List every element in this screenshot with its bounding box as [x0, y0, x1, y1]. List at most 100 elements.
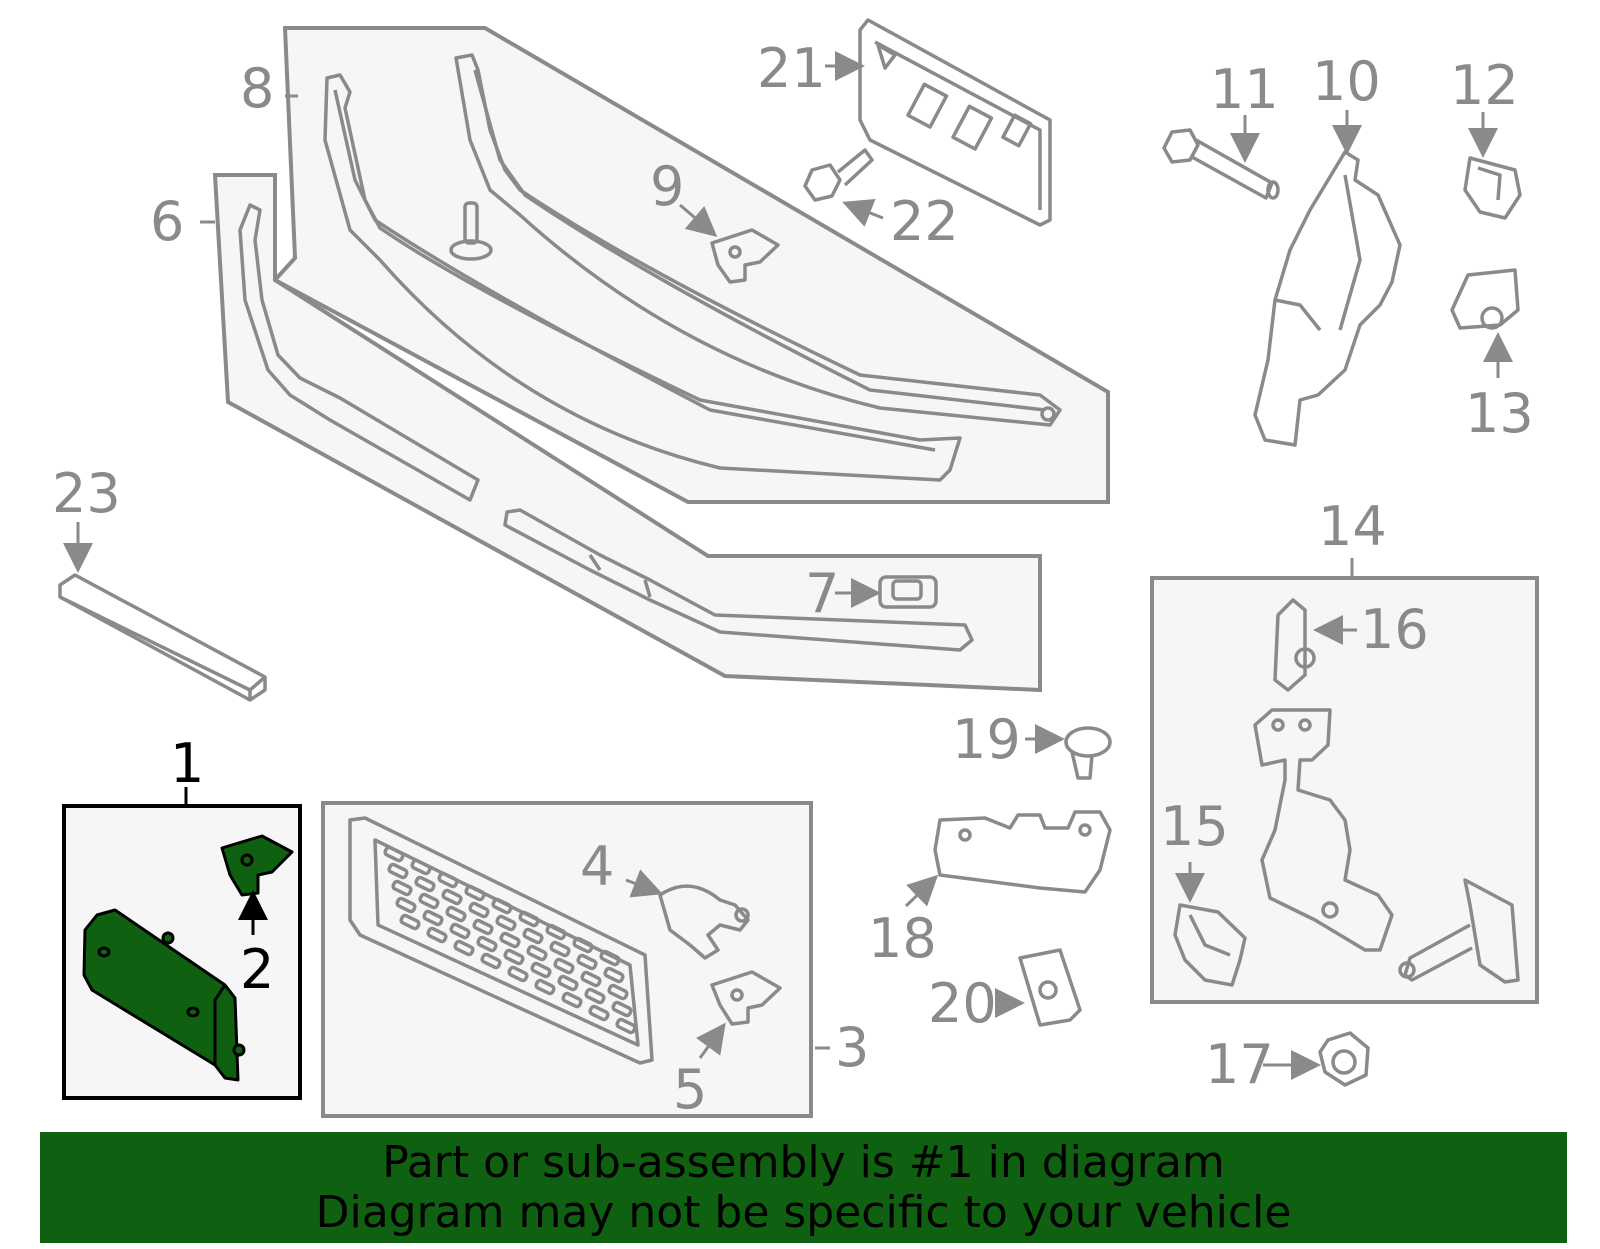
grille-slot [603, 966, 625, 984]
callout-22[interactable]: 22 [890, 190, 959, 253]
grille-slot [503, 948, 525, 966]
callout-4[interactable]: 4 [580, 835, 614, 898]
grille-slot [549, 940, 571, 958]
callout-19[interactable]: 19 [952, 708, 1021, 771]
grille-slot [383, 845, 405, 863]
grille-slot [476, 935, 498, 953]
grille-slot [580, 970, 602, 988]
lower-grille-3[interactable] [348, 816, 654, 1065]
grille-slot [449, 922, 471, 940]
grille-slot [464, 884, 486, 902]
grille-slot [495, 914, 517, 932]
callout-23[interactable]: 23 [52, 462, 121, 525]
grille-slot [418, 892, 440, 910]
selected-part-2[interactable] [220, 834, 294, 897]
clip-5[interactable] [710, 970, 782, 1026]
grille-slot [480, 952, 502, 970]
callout-1[interactable]: 1 [170, 732, 204, 795]
clip-9[interactable] [710, 228, 780, 284]
nut-13[interactable] [1450, 268, 1520, 330]
grille-slot [611, 1000, 633, 1018]
callout-11[interactable]: 11 [1210, 58, 1279, 121]
grille-slots [383, 845, 637, 1035]
callout-18[interactable]: 18 [868, 907, 937, 970]
grille-stud[interactable] [449, 201, 493, 261]
grille-slot [387, 862, 409, 880]
grille-slot [576, 953, 598, 971]
nut-20[interactable] [1018, 948, 1082, 1027]
callout-15[interactable]: 15 [1160, 795, 1229, 858]
grille-slot [395, 896, 417, 914]
banner-line-1: Part or sub-assembly is #1 in diagram [382, 1137, 1225, 1188]
side-bracket-10[interactable] [1253, 150, 1402, 447]
callout-labels: 1 2 3 4 5 6 7 8 9 10 11 12 13 14 15 16 1… [52, 37, 1534, 1121]
grille-slot [441, 888, 463, 906]
grille-slot [615, 1017, 637, 1035]
callout-7[interactable]: 7 [805, 562, 839, 625]
grille-slot [499, 931, 521, 949]
callout-17[interactable]: 17 [1205, 1033, 1274, 1096]
grille-slot [453, 939, 475, 957]
grille-slot [468, 901, 490, 919]
lower-molding-strip[interactable] [238, 203, 974, 652]
leader-lines-selected [184, 787, 268, 935]
grille-slot [534, 978, 556, 996]
callout-2[interactable]: 2 [240, 938, 274, 1001]
nut-16[interactable] [1273, 598, 1316, 692]
clip-12[interactable] [1463, 156, 1522, 220]
grille-trim-outer[interactable] [323, 73, 962, 482]
grille-slot [399, 913, 421, 931]
bolt-11[interactable] [1162, 128, 1280, 200]
grille-slot [553, 957, 575, 975]
push-pin-19[interactable] [1064, 726, 1112, 780]
grille-slot [472, 918, 494, 936]
callout-9[interactable]: 9 [650, 155, 684, 218]
clip-15[interactable] [1173, 903, 1247, 987]
grille-slot [410, 858, 432, 876]
callout-12[interactable]: 12 [1450, 54, 1519, 117]
callout-16[interactable]: 16 [1360, 598, 1429, 661]
grille-slot [588, 1004, 610, 1022]
grille-slot [526, 944, 548, 962]
grille-trim-inner[interactable] [454, 53, 1062, 427]
license-plate-bracket[interactable] [858, 18, 1052, 227]
panel-6-lower-molding [212, 173, 1042, 693]
grille-slot [522, 927, 544, 945]
callout-13[interactable]: 13 [1465, 382, 1534, 445]
grille-slot [545, 923, 567, 941]
grille-slot [422, 909, 444, 927]
grille-slot [607, 983, 629, 1001]
callout-6[interactable]: 6 [150, 190, 184, 253]
grille-slot [426, 926, 448, 944]
selected-part-1[interactable] [82, 908, 246, 1082]
callout-20[interactable]: 20 [928, 972, 997, 1035]
callout-3[interactable]: 3 [835, 1016, 869, 1079]
stud-bracket-14[interactable] [1398, 878, 1520, 984]
bracket-18[interactable] [933, 810, 1112, 894]
grille-slot [599, 949, 621, 967]
panel-8-grille-assembly [271, 26, 1110, 504]
callout-21[interactable]: 21 [757, 37, 826, 100]
grille-slot [437, 871, 459, 889]
grille-slot [584, 987, 606, 1005]
grille-slot [518, 910, 540, 928]
banner-line-2: Diagram may not be specific to your vehi… [315, 1187, 1292, 1238]
strip-23[interactable] [58, 573, 267, 702]
grille-slot [391, 879, 413, 897]
grille-slot [414, 875, 436, 893]
grille-slot [530, 961, 552, 979]
grille-slot [445, 905, 467, 923]
nut-17[interactable] [1318, 1031, 1370, 1087]
bolt-22[interactable] [803, 148, 874, 202]
callout-5[interactable]: 5 [673, 1058, 707, 1121]
callout-10[interactable]: 10 [1312, 50, 1381, 113]
grille-slot [561, 991, 583, 1009]
callout-14[interactable]: 14 [1318, 495, 1387, 558]
grille-slot [507, 965, 529, 983]
callout-8[interactable]: 8 [240, 57, 274, 120]
bracket-14-main[interactable] [1253, 708, 1394, 952]
grille-slot [491, 897, 513, 915]
grille-slot [572, 936, 594, 954]
clip-4[interactable] [658, 884, 750, 960]
